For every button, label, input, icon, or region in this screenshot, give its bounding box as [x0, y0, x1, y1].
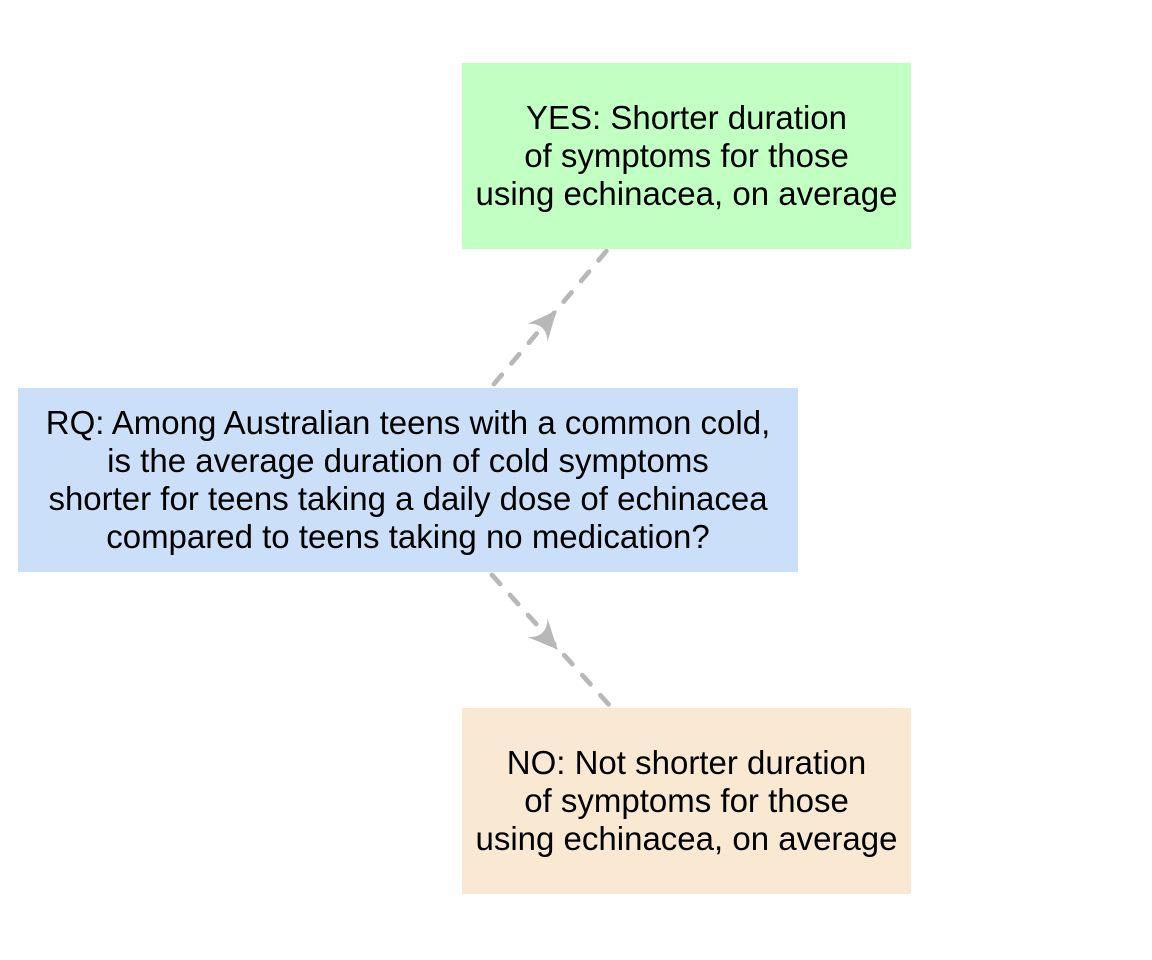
node-rq-line-2: is the average duration of cold symptoms: [107, 442, 709, 479]
node-yes-line-2: of symptoms for those: [524, 137, 849, 174]
arrowhead-up-right-icon: [527, 310, 557, 342]
node-no-line-1: NO: Not shorter duration: [506, 744, 867, 781]
node-rq-line-4: compared to teens taking no medication?: [106, 518, 710, 555]
node-no-line-2: of symptoms for those: [524, 782, 849, 819]
node-yes-line-3: using echinacea, on average: [475, 175, 898, 212]
connector-rq-to-no: [489, 572, 614, 710]
node-no-line-3: using echinacea, on average: [475, 820, 898, 857]
connector-rq-to-yes: [491, 245, 612, 387]
node-rq-line-1: RQ: Among Australian teens with a common…: [45, 404, 771, 441]
node-no-outcome: NO: Not shorter duration of symptoms for…: [462, 708, 911, 894]
node-yes-line-1: YES: Shorter duration: [525, 99, 847, 136]
arrowhead-down-right-icon: [527, 618, 558, 650]
node-research-question: RQ: Among Australian teens with a common…: [18, 388, 798, 572]
node-yes-outcome: YES: Shorter duration of symptoms for th…: [462, 63, 911, 249]
node-rq-line-3: shorter for teens taking a daily dose of…: [48, 480, 768, 517]
